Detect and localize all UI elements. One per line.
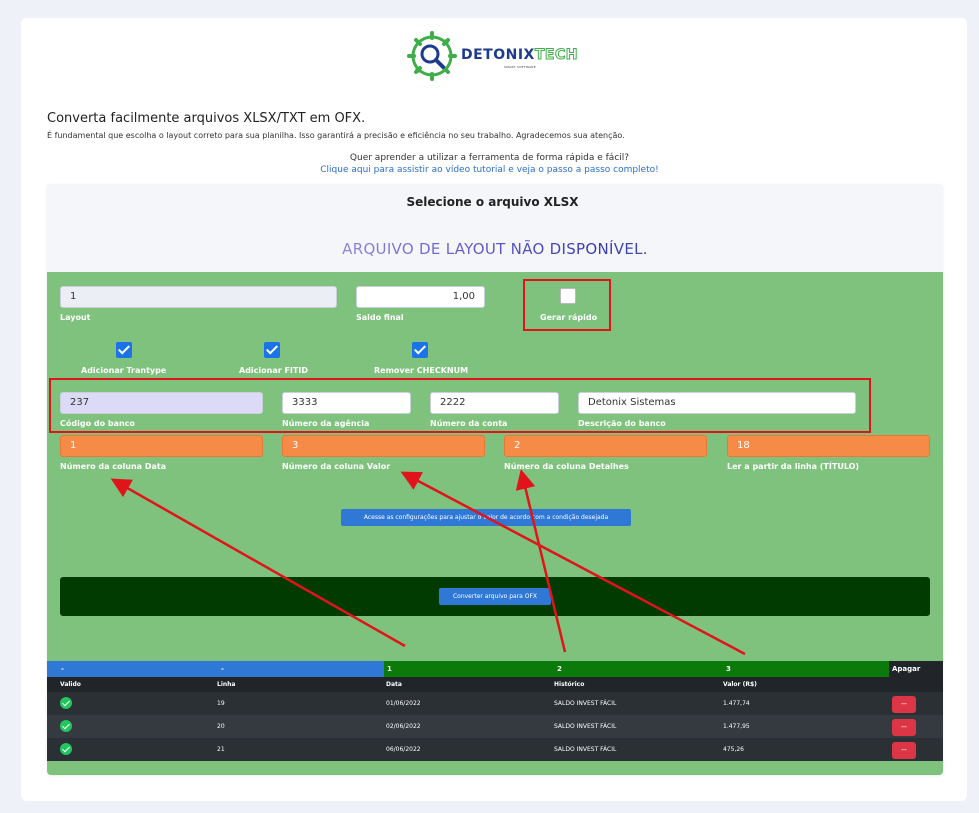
table-footer-band xyxy=(47,761,943,775)
codigo-banco-label: Código do banco xyxy=(60,419,135,428)
header-linha: Linha xyxy=(217,681,236,688)
brand-name: DETONIXTECH xyxy=(461,47,578,64)
row-historico: SALDO INVEST FÁCIL xyxy=(554,723,617,730)
highlight-gerar-rapido xyxy=(523,279,611,331)
coluna-data-label: Número da coluna Data xyxy=(60,462,167,471)
valid-check-icon xyxy=(60,697,72,709)
map-col-data[interactable]: 1 xyxy=(384,661,552,677)
gear-magnifier-icon xyxy=(407,31,457,81)
header-data: Data xyxy=(386,681,402,688)
layout-unavailable-message: ARQUIVO DE LAYOUT NÃO DISPONÍVEL. xyxy=(0,240,979,258)
layout-input[interactable]: 1 xyxy=(60,286,337,308)
coluna-data-input[interactable]: 1 xyxy=(60,435,263,457)
row-valor: 1.477,95 xyxy=(723,723,750,730)
header-valor: Valor (R$) xyxy=(723,681,757,688)
saldo-final-input[interactable]: 1,00 xyxy=(356,286,485,308)
ler-linha-label: Ler a partir da linha (TÍTULO) xyxy=(727,462,860,471)
gerar-rapido-label: Gerar rápido xyxy=(540,313,598,322)
row-linha: 21 xyxy=(217,746,225,753)
row-data: 02/06/2022 xyxy=(386,723,421,730)
table-header-row: Valido Linha Data Histórico Valor (R$) xyxy=(47,677,943,692)
coluna-valor-input[interactable]: 3 xyxy=(282,435,485,457)
table-row: 19 01/06/2022 SALDO INVEST FÁCIL 1.477,7… xyxy=(47,692,943,715)
table-row: 21 06/06/2022 SALDO INVEST FÁCIL 475,26 … xyxy=(47,738,943,761)
row-valor: 475,26 xyxy=(723,746,744,753)
map-col-linha[interactable]: - xyxy=(215,661,384,677)
remover-checknum-checkbox[interactable] xyxy=(412,342,428,358)
numero-agencia-label: Número da agência xyxy=(282,419,370,428)
numero-conta-input[interactable]: 2222 xyxy=(430,392,559,414)
codigo-banco-input[interactable]: 237 xyxy=(60,392,263,414)
gerar-rapido-checkbox[interactable] xyxy=(560,288,576,304)
coluna-detalhes-input[interactable]: 2 xyxy=(504,435,707,457)
layout-label: Layout xyxy=(60,313,91,322)
map-col-historico[interactable]: 2 xyxy=(552,661,721,677)
coluna-valor-label: Número da coluna Valor xyxy=(282,462,391,471)
tutorial-link[interactable]: Clique aqui para assistir ao vídeo tutor… xyxy=(320,165,659,175)
detonixtech-logo: DETONIXTECH SMART SOFTWARE xyxy=(406,30,581,82)
delete-row-button[interactable]: -- xyxy=(892,696,916,713)
header-historico: Histórico xyxy=(554,681,585,688)
row-historico: SALDO INVEST FÁCIL xyxy=(554,746,617,753)
adicionar-fitid-checkbox[interactable] xyxy=(264,342,280,358)
tutorial-question: Quer aprender a utilizar a ferramenta de… xyxy=(349,153,630,163)
descricao-banco-label: Descrição do banco xyxy=(578,419,666,428)
delete-row-button[interactable]: -- xyxy=(892,742,916,759)
coluna-detalhes-label: Número da coluna Detalhes xyxy=(504,462,629,471)
row-data: 01/06/2022 xyxy=(386,700,421,707)
table-row: 20 02/06/2022 SALDO INVEST FÁCIL 1.477,9… xyxy=(47,715,943,738)
row-linha: 19 xyxy=(217,700,225,707)
valid-check-icon xyxy=(60,743,72,755)
delete-row-button[interactable]: -- xyxy=(892,719,916,736)
remover-checknum-label: Remover CHECKNUM xyxy=(374,366,469,375)
page-headline: Converta facilmente arquivos XLSX/TXT em… xyxy=(47,111,366,126)
page-subline: É fundamental que escolha o layout corre… xyxy=(47,131,625,140)
row-valor: 1.477,74 xyxy=(723,700,750,707)
convert-ofx-button[interactable]: Converter arquivo para OFX xyxy=(439,588,551,605)
adicionar-fitid-label: Adicionar FITID xyxy=(239,366,308,375)
row-linha: 20 xyxy=(217,723,225,730)
highlight-bank-info xyxy=(49,378,871,433)
adicionar-trantype-checkbox[interactable] xyxy=(116,342,132,358)
map-col-valor[interactable]: 3 xyxy=(721,661,889,677)
brand-tagline: SMART SOFTWARE xyxy=(504,65,537,69)
numero-conta-label: Número da conta xyxy=(430,419,508,428)
adicionar-trantype-label: Adicionar Trantype xyxy=(81,366,167,375)
map-col-valido[interactable]: - xyxy=(47,661,215,677)
saldo-final-label: Saldo final xyxy=(356,313,404,322)
numero-agencia-input[interactable]: 3333 xyxy=(282,392,411,414)
map-col-apagar: Apagar xyxy=(889,661,943,677)
row-data: 06/06/2022 xyxy=(386,746,421,753)
ler-linha-input[interactable]: 18 xyxy=(727,435,930,457)
descricao-banco-input[interactable]: Detonix Sistemas xyxy=(578,392,856,414)
panel-title[interactable]: Selecione o arquivo XLSX xyxy=(406,195,579,209)
config-button[interactable]: Acesse as configurações para ajustar o v… xyxy=(341,509,631,526)
header-valido: Valido xyxy=(60,681,81,688)
row-historico: SALDO INVEST FÁCIL xyxy=(554,700,617,707)
valid-check-icon xyxy=(60,720,72,732)
